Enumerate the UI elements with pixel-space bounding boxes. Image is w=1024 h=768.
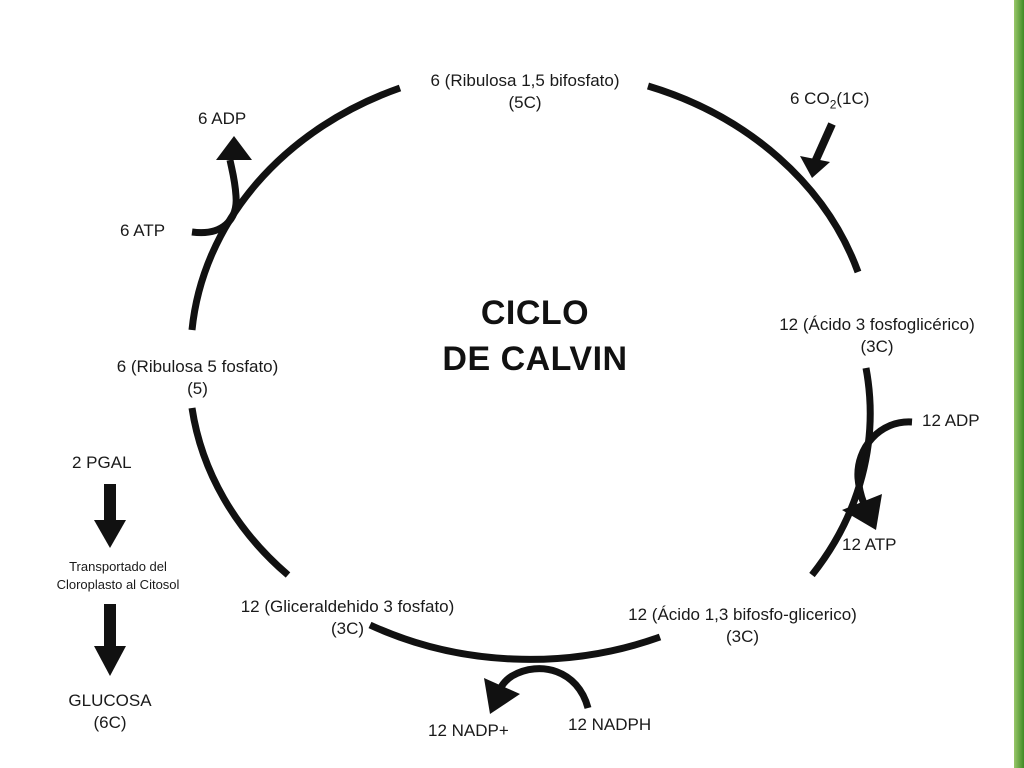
cycle-ring	[188, 82, 874, 663]
accent-side-bar	[1014, 0, 1024, 768]
nadph-label: 12 NADPH	[568, 715, 652, 734]
pgal-label: 2 PGAL	[72, 453, 132, 472]
node-rubp: 6 (Ribulosa 1,5 bifosfato) (5C)	[430, 71, 620, 112]
node-bpg: 12 (Ácido 1,3 bifosfo-glicerico) (3C)	[628, 605, 857, 646]
adp-atp-arrow	[842, 418, 913, 530]
diagram-title: CICLO DE CALVIN	[442, 294, 628, 378]
adp-in-label: 12 ADP	[922, 411, 980, 430]
ring-arc-left-lower	[188, 407, 291, 578]
node-pga: 12 (Ácido 3 fosfoglicérico) (3C)	[779, 315, 975, 356]
ring-arc-right	[809, 367, 874, 578]
glucose-label: GLUCOSA (6C)	[68, 691, 152, 732]
nadph-nadp-arrow	[484, 665, 592, 714]
node-ru5p: 6 (Ribulosa 5 fosfato) (5)	[116, 357, 279, 398]
atp-left-label: 6 ATP	[120, 221, 166, 240]
transport-label: Transportado del Cloroplasto al Citosol	[56, 559, 180, 592]
co2-label: 6 CO2(1C)	[790, 89, 870, 112]
ring-arc-left-upper	[188, 84, 402, 331]
nadp-label: 12 NADP+	[428, 721, 509, 740]
glucose-down-arrow	[94, 604, 126, 676]
ring-arc-bottom	[368, 621, 662, 663]
node-g3p: 12 (Gliceraldehido 3 fosfato) (3C)	[240, 597, 455, 638]
pgal-down-arrow	[94, 484, 126, 548]
ring-arc-top-right	[646, 82, 862, 274]
atp-out-label: 12 ATP	[842, 535, 897, 554]
atp-adp-arrow	[191, 136, 252, 237]
adp-left-label: 6 ADP	[198, 109, 247, 128]
co2-arrow	[800, 122, 836, 178]
